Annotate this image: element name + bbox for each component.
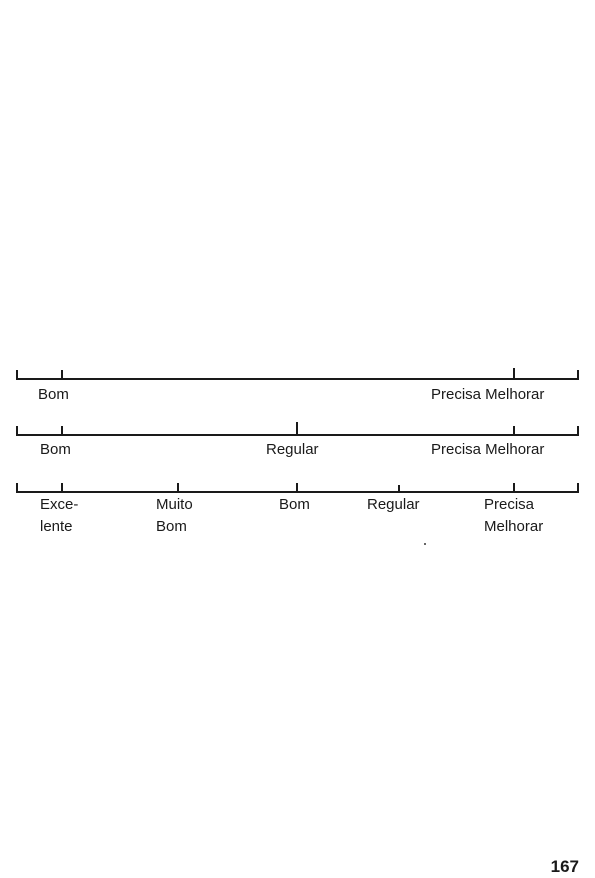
scale-line [16,378,579,380]
scale-label-precisa-melhorar-line2: Melhorar [484,516,543,538]
scale-label-precisa-melhorar: Precisa Melhorar [431,439,544,461]
scale-end-tick-left [16,370,18,380]
scale-label-bom: Bom [38,384,69,406]
scale-label-excelente-line2: lente [40,516,73,538]
scale-tick-bom [61,370,63,380]
scale-label-precisa-melhorar: Precisa Melhorar [431,384,544,406]
scale-label-regular: Regular [367,494,420,516]
scale-end-tick-right [577,370,579,380]
scale-label-excelente-line1: Exce- [40,494,78,516]
scale-end-tick-right [577,426,579,436]
page-number: 167 [551,856,579,878]
scale-tick-precisa-melhorar [513,426,515,436]
scale-tick-bom [296,483,298,493]
scale-label-regular: Regular [266,439,319,461]
scale-label-bom: Bom [40,439,71,461]
scale-end-tick-left [16,426,18,436]
scale-tick-excelente [61,483,63,493]
scale-end-tick-right [577,483,579,493]
scale-label-bom: Bom [279,494,310,516]
scale-end-tick-left [16,483,18,493]
scale-label-precisa-melhorar-line1: Precisa [484,494,534,516]
scale-tick-regular [296,422,298,436]
scale-tick-precisa-melhorar [513,483,515,493]
scale-label-muito-bom-line1: Muito [156,494,193,516]
scale-label-muito-bom-line2: Bom [156,516,187,538]
scale-tick-muito-bom [177,483,179,493]
scale-tick-regular [398,485,400,493]
print-speck [424,543,426,545]
scale-tick-bom [61,426,63,436]
scale-tick-precisa-melhorar [513,368,515,380]
